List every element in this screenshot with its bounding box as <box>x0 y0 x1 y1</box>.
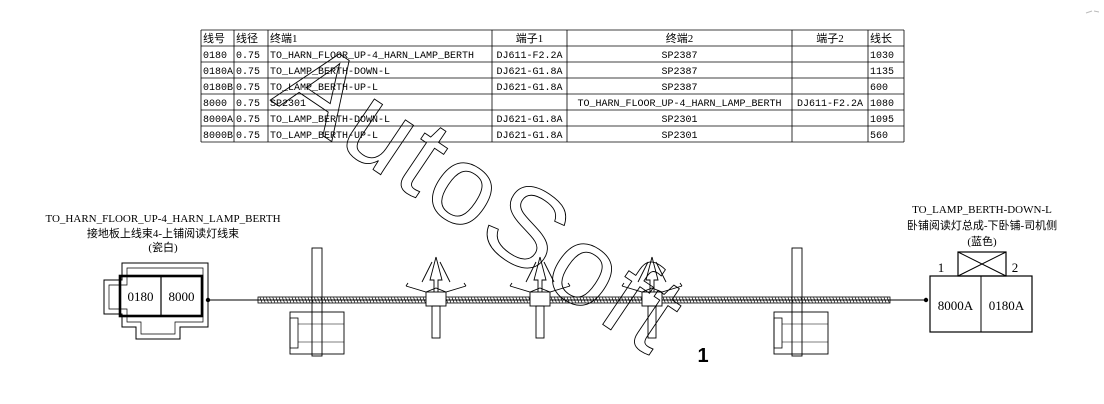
table-cell: SP2387 <box>661 83 697 94</box>
harness-braid <box>259 297 890 303</box>
table-cell: DJ621-G1.8A <box>496 83 562 94</box>
table-cell: 0.75 <box>236 51 260 62</box>
right-connector-color: (蓝色) <box>967 234 997 248</box>
table-cell: TO_HARN_FLOOR_UP-4_HARN_LAMP_BERTH <box>270 51 474 62</box>
right-pin-2: 0180A <box>989 298 1025 313</box>
table-cell: SP2301 <box>661 115 697 126</box>
table-cell: TO_LAMP_BERTH-DOWN-L <box>270 67 390 78</box>
table-cell: 1135 <box>870 67 894 78</box>
table-cell: DJ621-G1.8A <box>496 67 562 78</box>
left-connector-desc: 接地板上线束4-上铺阅读灯线束 <box>87 226 239 240</box>
table-cell: 0180A <box>203 67 233 78</box>
table-cell: 0180 <box>203 51 227 62</box>
table-cell: DJ621-G1.8A <box>496 131 562 142</box>
right-pin-number-1: 1 <box>938 260 945 275</box>
table-cell: DJ621-G1.8A <box>496 115 562 126</box>
table-cell: 0.75 <box>236 67 260 78</box>
part-number: 1 <box>697 345 708 367</box>
left-connector-housing <box>103 262 209 340</box>
table-cell: SP2387 <box>661 67 697 78</box>
table-cell: 600 <box>870 83 888 94</box>
table-header-cell: 终端2 <box>666 31 694 45</box>
right-pin-number-2: 2 <box>1012 260 1019 275</box>
left-pin-1: 0180 <box>128 289 154 304</box>
clip-1 <box>405 256 467 339</box>
left-connector-name: TO_HARN_FLOOR_UP-4_HARN_LAMP_BERTH <box>45 213 280 225</box>
table-cell: 0180B <box>203 83 233 94</box>
left-pin-2: 8000 <box>169 289 195 304</box>
clip-2 <box>509 256 571 339</box>
table-header-cell: 终端1 <box>270 31 298 45</box>
bracket-left <box>289 247 345 357</box>
table-cell: 0.75 <box>236 83 260 94</box>
table-cell: 1095 <box>870 115 894 126</box>
harness-trunk <box>205 296 929 304</box>
table-cell: TO_LAMP_BERTH-UP-L <box>270 131 378 142</box>
table-header-cell: 端子1 <box>516 32 544 45</box>
table-cell: 8000B <box>203 131 233 142</box>
table-cell: 0.75 <box>236 115 260 126</box>
table-cell: SP2301 <box>270 99 306 110</box>
table-cell: TO_LAMP_BERTH-UP-L <box>270 83 378 94</box>
table-header-cell: 线长 <box>870 31 892 45</box>
table-cell: 0.75 <box>236 131 260 142</box>
table-cell: 1030 <box>870 51 894 62</box>
table-cell: TO_LAMP_BERTH-DOWN-L <box>270 115 390 126</box>
table-cell: 0.75 <box>236 99 260 110</box>
table-cell: 1080 <box>870 99 894 110</box>
table-header-cell: 端子2 <box>816 32 844 45</box>
table-cell: SP2387 <box>661 51 697 62</box>
left-connector-color: (瓷白) <box>148 240 178 254</box>
bracket-right <box>773 247 829 357</box>
table-cell: TO_HARN_FLOOR_UP-4_HARN_LAMP_BERTH <box>577 99 781 110</box>
right-pin-1: 8000A <box>938 298 974 313</box>
table-cell: DJ611-F2.2A <box>496 51 562 62</box>
table-cell: 560 <box>870 131 888 142</box>
table-header-cell: 线号 <box>203 31 225 45</box>
right-connector: TO_LAMP_BERTH-DOWN-L 卧铺阅读灯总成-下卧铺-司机侧 (蓝色… <box>907 204 1057 333</box>
left-connector: TO_HARN_FLOOR_UP-4_HARN_LAMP_BERTH 接地板上线… <box>45 213 281 340</box>
table-cell: 8000 <box>203 99 227 110</box>
clip-group <box>405 256 683 339</box>
clip-3 <box>621 256 683 339</box>
table-cell: 8000A <box>203 115 233 126</box>
table-header-cell: 线径 <box>236 31 258 45</box>
right-splice-dot <box>923 297 929 303</box>
table-cell: DJ611-F2.2A <box>797 99 863 110</box>
right-connector-desc: 卧铺阅读灯总成-下卧铺-司机侧 <box>907 218 1057 232</box>
table-cell: SP2301 <box>661 131 697 142</box>
right-connector-name: TO_LAMP_BERTH-DOWN-L <box>912 204 1052 216</box>
